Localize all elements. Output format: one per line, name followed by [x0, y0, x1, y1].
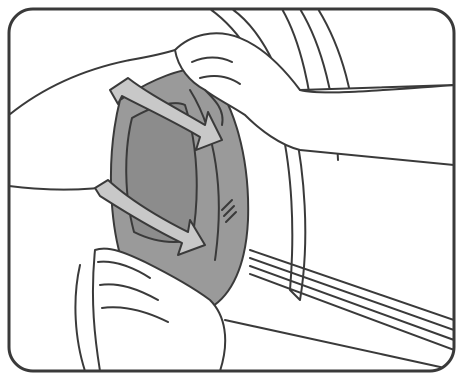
instruction-drawing	[0, 0, 463, 380]
instruction-illustration	[0, 0, 463, 380]
